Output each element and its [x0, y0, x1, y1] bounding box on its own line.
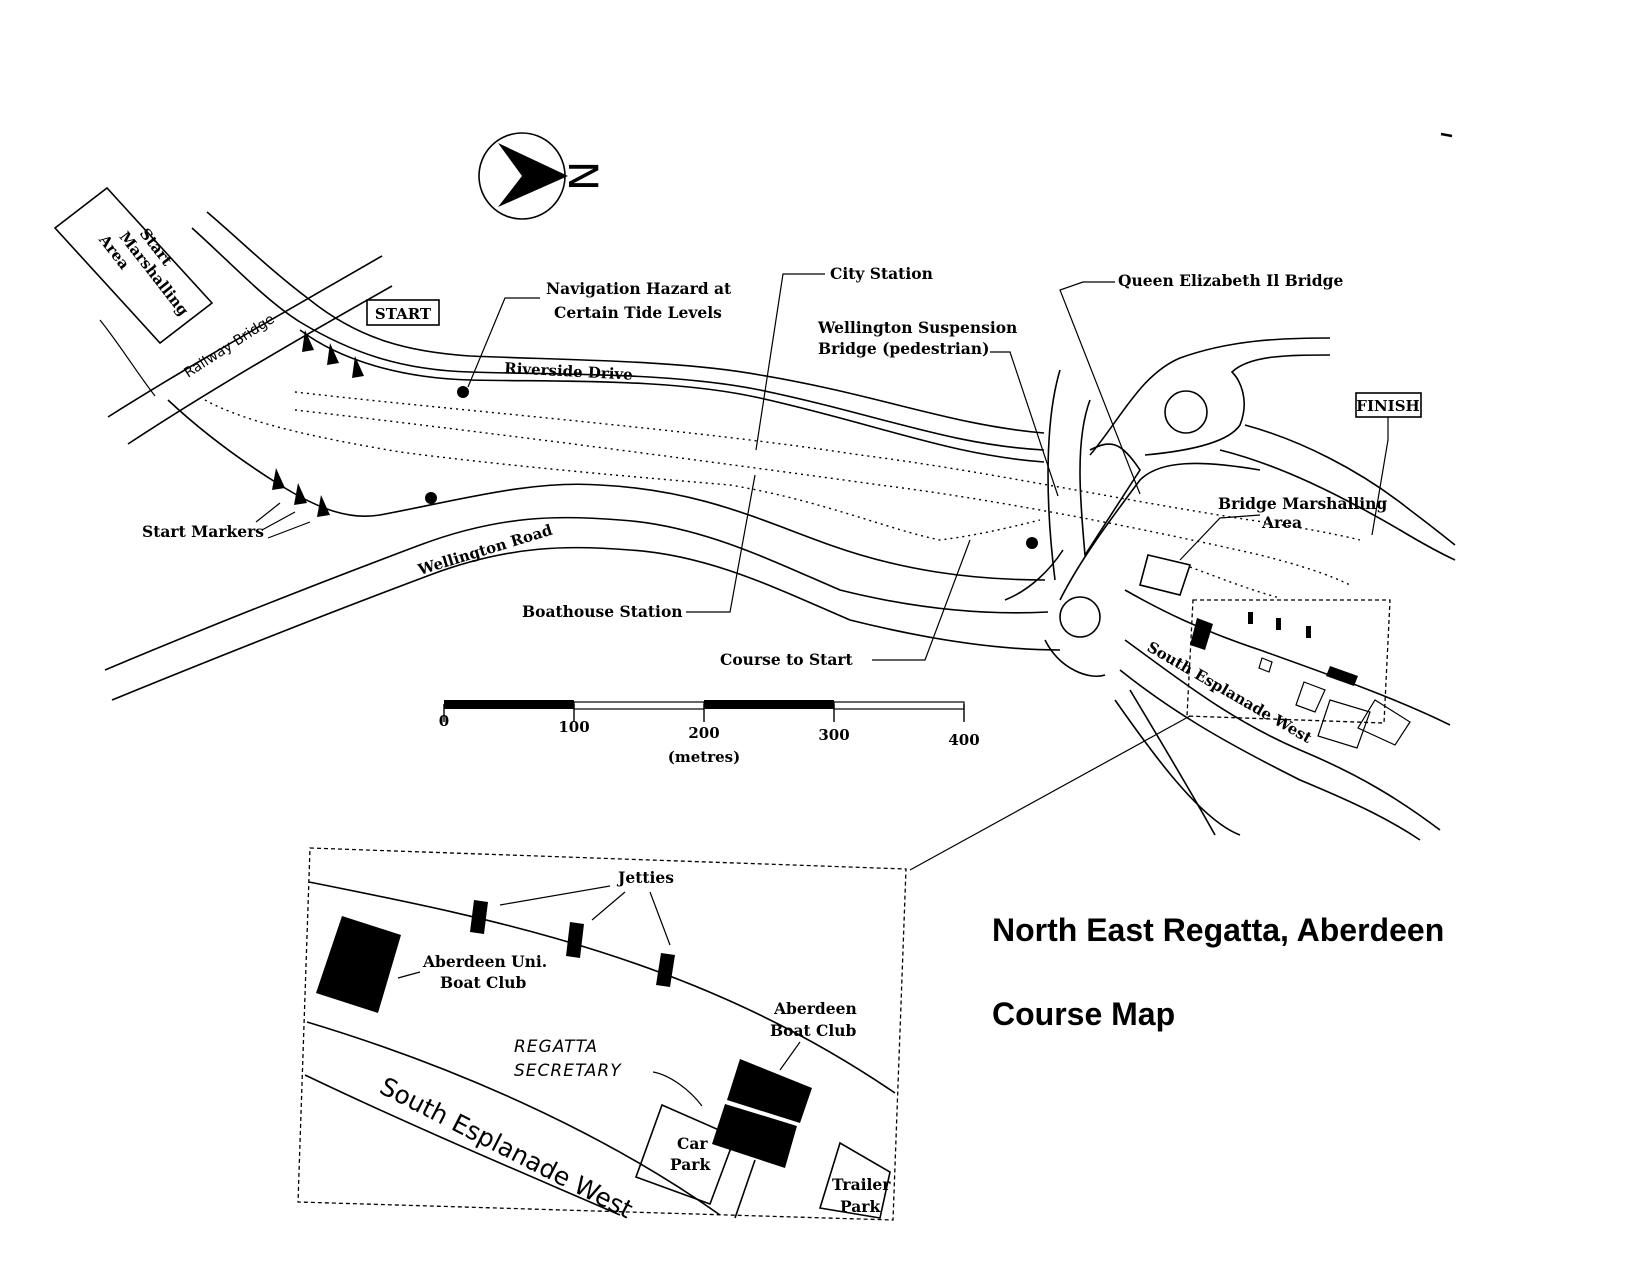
course-line-south [294, 409, 1351, 586]
course-to-start-label: Course to Start [720, 650, 854, 669]
city-station-label: City Station [830, 264, 933, 283]
start-markers-pointers [255, 502, 311, 539]
aberdeen-boat-club-pointer [779, 1041, 801, 1071]
finish-label: FINISH [1356, 397, 1419, 415]
nav-hazard-pointer [467, 297, 540, 388]
north-label: N [559, 161, 605, 191]
nav-hazard-marker-south [425, 492, 437, 504]
south-esplanade-north [1124, 639, 1441, 831]
course-line-north [294, 391, 1361, 541]
start-markers-label: Start Markers [142, 522, 264, 541]
club-divider [726, 1101, 798, 1126]
course-to-start-pointer [872, 539, 971, 661]
aberdeen-boat-club-building [727, 1059, 812, 1123]
scale-tick-0: 0 [439, 712, 449, 730]
river-north-bank-edge [299, 329, 1045, 463]
roundabout-north [1164, 390, 1208, 434]
roundabout-road-2 [1144, 354, 1331, 456]
page-subtitle: Course Map [992, 996, 1176, 1032]
wellington-suspension-label: Wellington Suspension Bridge (pedestrian… [817, 318, 1023, 358]
south-esplanade-west-label: South Esplanade West [1144, 638, 1315, 747]
aberdeen-uni-pointer [397, 971, 421, 979]
railway-bridge-line-north [107, 255, 383, 418]
scale-unit: (metres) [668, 748, 740, 766]
scale-tick-400: 400 [948, 731, 979, 749]
car-park-road [734, 1159, 756, 1219]
south-esplanade-south [1119, 669, 1421, 841]
bridge-marshalling-dots [1189, 566, 1281, 599]
page-title: North East Regatta, Aberdeen [992, 912, 1445, 948]
roundabout-south [1059, 596, 1101, 638]
railway-bridge-line-south [127, 285, 393, 445]
start-box [366, 299, 440, 326]
boathouse-station-label: Boathouse Station [522, 602, 683, 621]
start-label: START [375, 305, 432, 323]
scale-tick-300: 300 [818, 726, 849, 744]
car-park-label: Car Park [670, 1134, 713, 1174]
river-north-bank-upper [206, 211, 1045, 434]
inset-esplanade-north [306, 1021, 721, 1216]
car-park-box [634, 1103, 737, 1206]
scale-bar [443, 700, 965, 722]
bridge-marshalling-label: Bridge Marshalling Area [1218, 494, 1393, 532]
north-arrow-icon [478, 132, 568, 220]
inset-esplanade-south [304, 1074, 621, 1216]
qe-bridge-pointer [1059, 281, 1141, 495]
qe-bridge-west-line [1047, 369, 1061, 581]
river-north-bank-finish-upper [1244, 424, 1456, 546]
wellington-road-north [104, 516, 1049, 671]
nav-hazard-label: Navigation Hazard at Certain Tide Levels [546, 279, 737, 322]
boathouse-marker [1026, 537, 1038, 549]
start-markers [272, 330, 364, 517]
aberdeen-boat-club-building-2 [712, 1104, 797, 1168]
south-esplanade-branch-2 [1114, 699, 1241, 836]
roundabout-road-3 [1059, 462, 1261, 601]
nav-hazard-marker-north [457, 386, 469, 398]
qe-bridge-east-line [1079, 399, 1141, 558]
aberdeen-uni-boat-club-building [316, 916, 401, 1013]
south-esplanade-branch [1129, 689, 1216, 836]
jetties-pointers [499, 885, 671, 946]
river-south-bank-finish [1124, 589, 1451, 726]
start-marshalling-area [53, 186, 214, 345]
river-north-bank-lower [191, 227, 1045, 451]
railway-bridge-label: Railway Bridge [181, 311, 277, 381]
suspension-pointer [990, 351, 1059, 497]
trailer-park-label: Trailer Park [832, 1175, 896, 1216]
scale-tick-100: 100 [558, 718, 589, 736]
finish-pointer [1371, 417, 1389, 536]
stray-mark [1440, 132, 1453, 138]
jetties-label: Jetties [616, 868, 674, 887]
bridge-marshalling-box [1139, 554, 1192, 596]
course-line-start [204, 399, 1041, 541]
start-marshalling-edge [99, 319, 156, 397]
roundabout-road-1 [1089, 337, 1331, 456]
start-marshalling-label: Start Marshalling Area [95, 208, 210, 334]
main-map-buildings [1190, 612, 1411, 749]
inset-jetties [470, 900, 675, 987]
bridge-marshalling-pointer [1179, 514, 1261, 561]
queen-elizabeth-bridge-label: Queen Elizabeth Il Bridge [1118, 271, 1343, 290]
boathouse-station-pointer [686, 474, 756, 613]
trailer-park-box [818, 1141, 891, 1219]
regatta-secretary-label: REGATTA SECRETARY [514, 1037, 622, 1081]
inset-connector [909, 715, 1191, 871]
aberdeen-uni-label: Aberdeen Uni. Boat Club [422, 952, 553, 992]
roundabout-road-4 [1044, 639, 1106, 677]
inset-riverbank [308, 881, 896, 1094]
regatta-secretary-pointer [652, 1071, 703, 1107]
river-north-bank-finish-lower [1219, 449, 1456, 561]
wellington-road-south [111, 546, 1061, 701]
suspension-bridge-line [1004, 549, 1064, 601]
inset-outline-main [1186, 599, 1391, 724]
inset-frame [297, 847, 907, 1221]
city-station-pointer [755, 273, 825, 451]
aberdeen-boat-club-label: Aberdeen Boat Club [770, 999, 862, 1040]
scale-tick-200: 200 [688, 724, 719, 742]
inset-south-esplanade-label: South Esplanade West [375, 1072, 637, 1225]
